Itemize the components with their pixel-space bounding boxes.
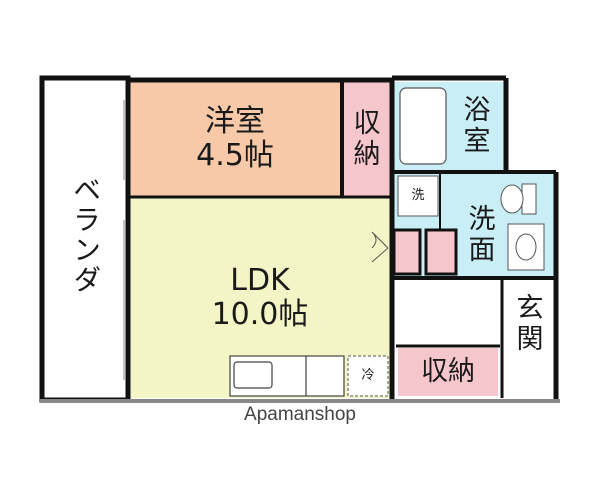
storage-upper-char-2: 納 — [353, 139, 381, 170]
washroom-char-2: 面 — [468, 235, 496, 266]
bathtub — [399, 87, 447, 165]
storage-upper-area — [344, 82, 390, 196]
closet-block-2 — [424, 228, 458, 276]
ldk-size: 10.0帖 — [211, 297, 309, 332]
storage-upper-char-1: 収 — [353, 107, 381, 139]
washroom-char-1: 洗 — [468, 203, 496, 235]
basin-bowl — [515, 233, 537, 261]
western-room-size: 4.5帖 — [196, 138, 274, 173]
storage-lower-area — [398, 348, 498, 396]
bath-char-1: 浴 — [463, 94, 491, 126]
storage-lower-label: 収納 — [421, 356, 475, 388]
closet-block-1 — [392, 228, 422, 276]
fridge-space — [347, 355, 389, 397]
kitchen-sink — [233, 361, 273, 389]
bath-char-2: 室 — [463, 126, 491, 157]
entrance-char-2: 関 — [516, 324, 544, 355]
washer-space — [397, 175, 439, 217]
walls — [39, 75, 559, 403]
wash-basin — [507, 223, 545, 271]
kitchen-counter — [229, 355, 345, 397]
closet-door — [371, 231, 389, 263]
western-room-name: 洋室 — [205, 103, 265, 139]
fridge-label: 冷 — [361, 367, 375, 383]
entrance-area — [504, 280, 556, 398]
ldk-name: LDK — [230, 262, 290, 298]
toilet-bowl — [500, 184, 524, 214]
veranda-label: ベランダ — [69, 175, 103, 295]
western-room-label: 洋室 4.5帖 — [128, 94, 342, 184]
veranda-area — [44, 80, 126, 400]
ldk-label: LDK 10.0帖 — [180, 256, 340, 340]
bath-label: 浴 室 — [452, 88, 502, 164]
washer-label: 洗 — [411, 187, 425, 203]
entrance-char-1: 玄 — [516, 292, 544, 324]
corridor-area — [394, 280, 502, 346]
western-room-area — [128, 82, 342, 196]
storage-upper-label: 収 納 — [344, 96, 390, 182]
washroom-label: 洗 面 — [458, 200, 506, 270]
brand-watermark: Apamanshop — [244, 404, 356, 425]
toilet-tank — [521, 183, 537, 215]
entrance-label: 玄 関 — [504, 286, 556, 362]
